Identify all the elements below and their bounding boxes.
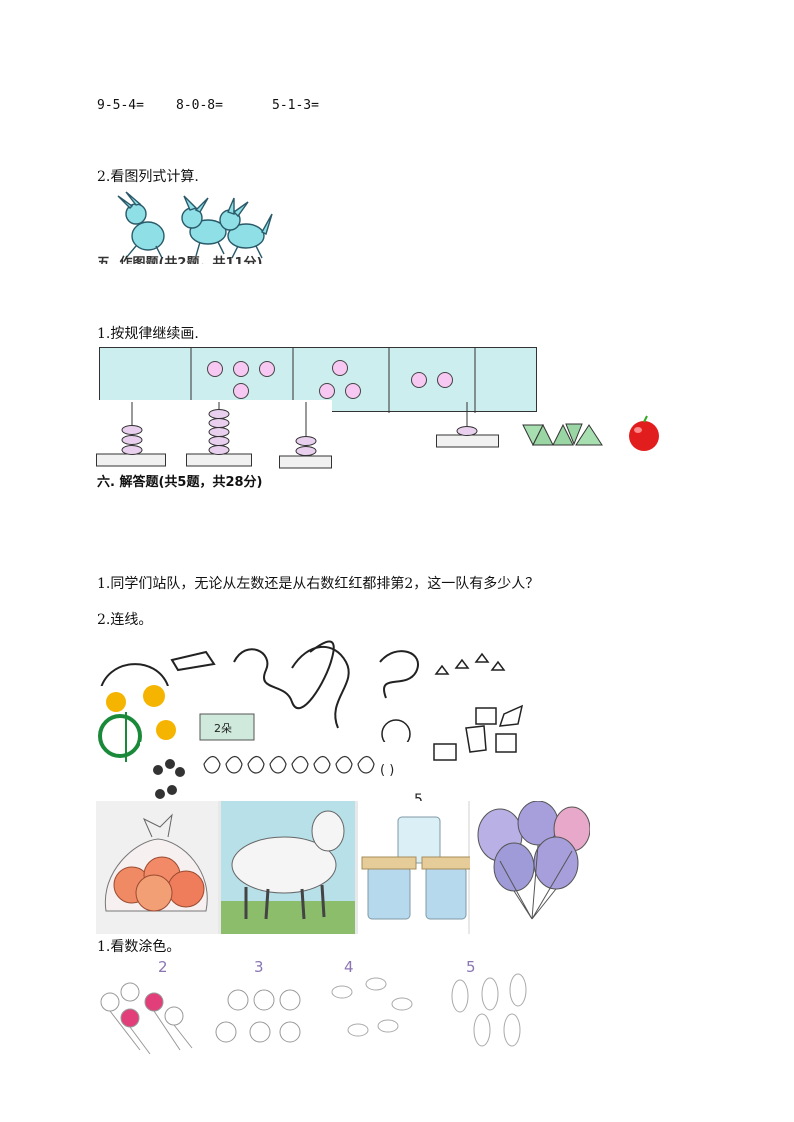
section-6-heading: 六. 解答题(共5题，共28分)	[97, 475, 263, 490]
fish-icon	[331, 977, 413, 1037]
number-5: 5	[466, 958, 476, 976]
abacus-icon	[279, 402, 332, 469]
connect-collage: 2朵 ( ) 5	[96, 632, 530, 804]
balloon-icon	[100, 982, 193, 1055]
question-color-by-number: 1.看数涂色。	[97, 939, 181, 955]
question-queue: 1.同学们站队，无论从左数还是从右数红红都排第2，这一队有多少人？	[97, 576, 540, 592]
abacus-icon	[436, 402, 499, 448]
color-by-number-picture: 2 3 4 5	[96, 954, 540, 1058]
equation-1: 9-5-4=	[97, 98, 144, 113]
balloon-icon	[477, 801, 590, 920]
object-pictures	[96, 801, 590, 934]
flower-icon	[98, 685, 176, 762]
five-label: 5	[414, 792, 423, 804]
abacus-icon	[186, 402, 252, 467]
abacus-icon	[96, 402, 166, 467]
equation-3: 5-1-3=	[272, 98, 319, 113]
number-3: 3	[254, 958, 264, 976]
rabbit-icon	[181, 195, 227, 257]
apple-icon	[629, 415, 659, 451]
number-2: 2	[158, 958, 168, 976]
abacus-row	[96, 400, 666, 472]
question-connect: 2.连线。	[97, 612, 153, 628]
rabbit-icon	[117, 191, 165, 259]
rabbits-picture	[96, 188, 294, 264]
eggplant-icon	[451, 973, 527, 1047]
question-continue-pattern: 1.按规律继续画.	[97, 326, 199, 342]
equation-2: 8-0-8=	[176, 98, 223, 113]
triangle-icon	[522, 423, 603, 447]
two-flowers-label: 2朵	[214, 722, 232, 735]
number-4: 4	[344, 958, 354, 976]
rabbit-icon	[219, 197, 273, 259]
question-look-and-calculate: 2.看图列式计算.	[97, 169, 199, 185]
paren-label: ( )	[380, 763, 394, 778]
section-5-heading-cut: 五. 作图题(共2题，共11分)	[97, 256, 263, 264]
apple-icon	[215, 989, 301, 1043]
